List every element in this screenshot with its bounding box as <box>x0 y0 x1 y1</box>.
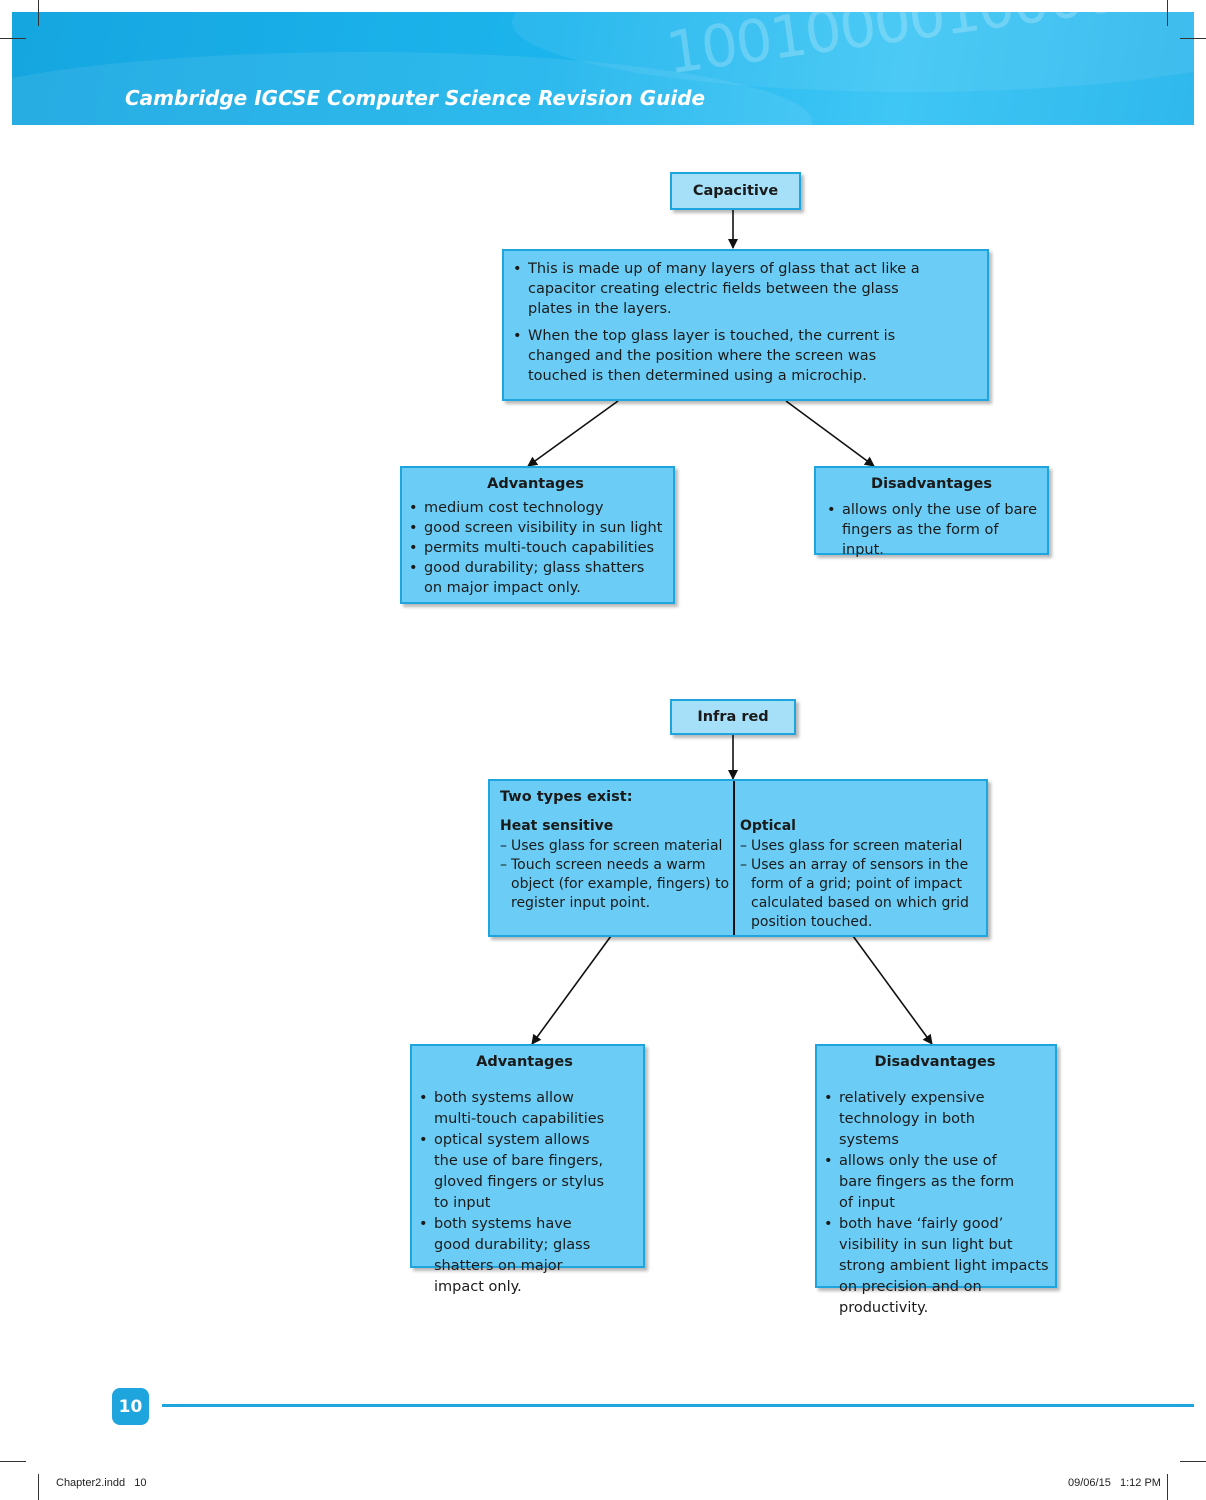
infrared-disadvantages-box: Disadvantages relatively expensive techn… <box>815 1044 1057 1316</box>
list-item: both have ‘fairly good’ visibility in su… <box>821 1214 1049 1319</box>
capacitive-title: Capacitive <box>692 183 779 199</box>
crop-mark <box>1167 0 1168 26</box>
disadvantages-list: allows only the use of bare fingers as t… <box>824 500 1039 560</box>
advantages-heading: Advantages <box>487 476 584 492</box>
crop-mark <box>0 1461 26 1462</box>
disadvantages-heading: Disadvantages <box>871 476 992 492</box>
list-item: Uses an array of sensors in the form of … <box>740 856 972 932</box>
slug-right: 09/06/15 1:12 PM <box>1068 1477 1161 1489</box>
advantages-heading: Advantages <box>476 1054 573 1070</box>
crop-mark <box>38 1474 39 1500</box>
crop-mark <box>1167 1474 1168 1500</box>
capacitive-description-list: This is made up of many layers of glass … <box>510 259 927 386</box>
infrared-title: Infra red <box>697 709 769 725</box>
list-item: Touch screen needs a warm object (for ex… <box>500 856 730 913</box>
list-item: Uses glass for screen material <box>500 837 730 856</box>
arrow-capacitive-to-advantages <box>527 400 619 467</box>
capacitive-disadvantages-box: Disadvantages allows only the use of bar… <box>814 466 1049 558</box>
page-number-badge: 10 <box>112 1388 149 1425</box>
list-item: This is made up of many layers of glass … <box>510 259 927 319</box>
capacitive-advantages-box: Advantages medium cost technology good s… <box>400 466 675 604</box>
list-item: relatively expensive technology in both … <box>821 1088 1049 1151</box>
crop-mark <box>1180 38 1206 39</box>
heat-sensitive-column: Heat sensitive Uses glass for screen mat… <box>500 817 730 913</box>
header-banner: 1001000010000100100100 Cambridge IGCSE C… <box>12 12 1194 125</box>
infrared-advantages-box: Advantages both systems allow multi-touc… <box>410 1044 645 1295</box>
footer-rule <box>162 1404 1194 1407</box>
infrared-types-box: Two types exist: Heat sensitive Uses gla… <box>488 779 988 937</box>
list-item: both systems allow multi-touch capabilit… <box>416 1088 633 1130</box>
list-item: When the top glass layer is touched, the… <box>510 326 927 386</box>
list-item: allows only the use of bare fingers as t… <box>821 1151 1049 1214</box>
optical-column: Optical Uses glass for screen material U… <box>740 817 972 932</box>
disadvantages-list: relatively expensive technology in both … <box>821 1088 1049 1319</box>
list-item: both systems have good durability; glass… <box>416 1214 633 1298</box>
list-item: Uses glass for screen material <box>740 837 972 856</box>
crop-mark <box>1180 1461 1206 1462</box>
slug-left: Chapter2.indd 10 <box>56 1477 147 1489</box>
list-item: medium cost technology <box>406 498 665 518</box>
heat-sensitive-heading: Heat sensitive <box>500 818 614 834</box>
book-title: Cambridge IGCSE Computer Science Revisio… <box>125 86 706 110</box>
types-heading: Two types exist: <box>500 789 633 805</box>
crop-mark <box>0 38 26 39</box>
arrow-capacitive-to-disadvantages <box>785 400 875 467</box>
list-item: good durability; glass shatters on major… <box>406 558 665 598</box>
capacitive-description-box: This is made up of many layers of glass … <box>502 249 989 401</box>
advantages-list: both systems allow multi-touch capabilit… <box>416 1088 633 1298</box>
infrared-title-box: Infra red <box>670 699 796 735</box>
list-item: allows only the use of bare fingers as t… <box>824 500 1039 560</box>
page-number: 10 <box>118 1396 143 1417</box>
crop-mark <box>38 0 39 26</box>
types-divider <box>733 781 735 935</box>
list-item: permits multi-touch capabilities <box>406 538 665 558</box>
disadvantages-heading: Disadvantages <box>874 1054 996 1070</box>
list-item: optical system allows the use of bare fi… <box>416 1130 633 1214</box>
arrow-infrared-to-disadvantages <box>852 935 933 1045</box>
advantages-list: medium cost technology good screen visib… <box>406 498 665 598</box>
list-item: good screen visibility in sun light <box>406 518 665 538</box>
optical-heading: Optical <box>740 818 796 834</box>
arrow-infrared-to-advantages <box>531 935 612 1045</box>
capacitive-title-box: Capacitive <box>670 172 801 210</box>
